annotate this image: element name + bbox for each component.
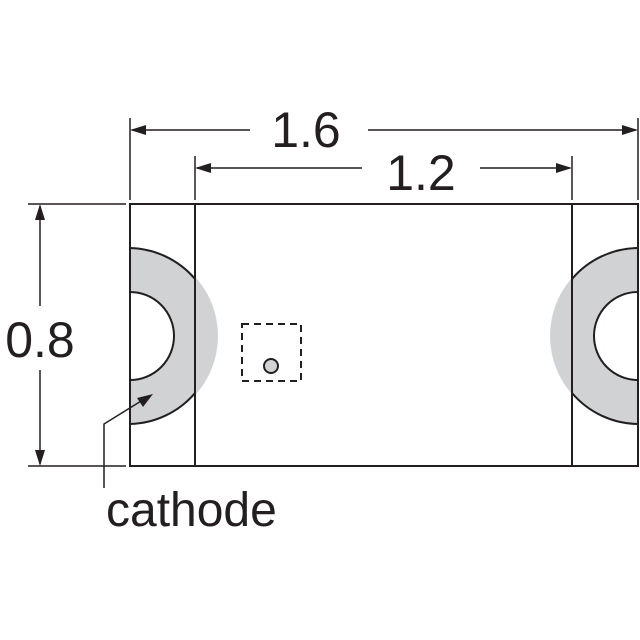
arrowhead-gap-right (556, 163, 572, 173)
dimension-label-width: 0.8 (5, 312, 75, 368)
dimension-label-gap: 1.2 (386, 145, 456, 201)
terminal-mark-right-outer-edge-lower (571, 392, 639, 425)
arrowhead-length-left (130, 125, 146, 135)
dimension-width: 0.8 (5, 203, 126, 467)
arrowhead-width-bottom (35, 450, 45, 466)
cathode-mark-left-inner-edge (129, 291, 175, 381)
dimension-label-length: 1.6 (271, 102, 341, 158)
terminal-mark-right-inner-edge (593, 291, 639, 381)
cathode-leader-arrowhead (137, 394, 153, 407)
die-bond-dot (263, 358, 279, 374)
package-body (129, 203, 639, 467)
arrowhead-gap-left (195, 163, 211, 173)
dimension-overall-length: 1.6 (129, 102, 639, 200)
cathode-label: cathode (106, 484, 277, 537)
package-outline (129, 203, 639, 467)
arrowhead-length-right (622, 125, 638, 135)
cathode-mark-left-outer-edge-lower (129, 392, 196, 425)
cathode-leader-line (103, 397, 147, 488)
cathode-callout: cathode (103, 394, 277, 537)
dimension-electrode-gap: 1.2 (194, 145, 573, 201)
die-outline (241, 323, 302, 382)
cathode-mark-left-outer-edge (129, 247, 196, 280)
terminal-mark-right-outer-edge (571, 247, 639, 280)
arrowhead-width-top (35, 204, 45, 220)
